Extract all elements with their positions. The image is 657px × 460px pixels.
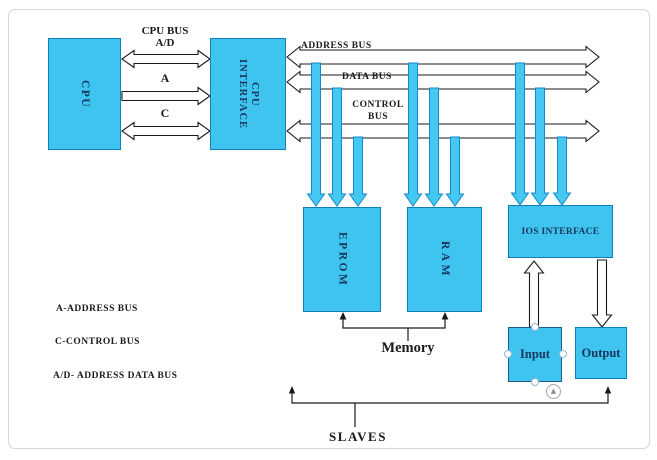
ram-data-drop-arrow — [424, 87, 444, 207]
input-to-ios-arrow — [523, 260, 545, 328]
control-bus-label: CONTROL BUS — [352, 100, 404, 122]
legend-item-address-data-bus: A/D- ADDRESS DATA BUS — [53, 371, 178, 381]
ram-block[interactable]: RAM — [407, 207, 482, 312]
input-block-label: Input — [520, 347, 550, 361]
eprom-data-drop-arrow — [327, 87, 347, 207]
memory-label: Memory — [381, 340, 435, 356]
input-block[interactable]: Input — [508, 327, 562, 382]
ram-control-drop-arrow — [445, 136, 465, 207]
slaves-bracket — [291, 390, 609, 404]
eprom-block-label: EPROM — [336, 231, 349, 288]
ios-data-drop-arrow — [530, 87, 550, 206]
data-bus-label: DATA BUS — [342, 72, 392, 82]
cpu-block-label: CPU — [79, 79, 92, 109]
slaves-label: SLAVES — [329, 429, 387, 444]
ad-bus-arrow — [121, 49, 211, 69]
memory-bracket — [342, 317, 446, 329]
ios-interface-block[interactable]: IOS INTERFACE — [508, 205, 613, 258]
memory-bracket-right-arrowhead — [441, 312, 449, 320]
a-label: A — [160, 71, 170, 85]
selection-handle-left[interactable] — [504, 350, 512, 358]
legend-item-control-bus: C-CONTROL BUS — [55, 337, 140, 347]
c-bus-arrow — [121, 121, 211, 141]
cpu-interface-block-label: CPU INTERFACE — [237, 58, 261, 130]
rotate-handle-icon[interactable]: ▲ — [546, 384, 561, 399]
ios-to-output-arrow — [591, 259, 613, 328]
eprom-address-drop-arrow — [306, 62, 326, 207]
rotate-handle-glyph: ▲ — [550, 387, 557, 395]
legend-item-address-bus: A-ADDRESS BUS — [56, 304, 138, 314]
address-bus-arrow — [286, 45, 600, 69]
selection-handle-right[interactable] — [559, 350, 567, 358]
output-block[interactable]: Output — [575, 327, 627, 379]
output-block-label: Output — [581, 345, 621, 360]
c-label: C — [160, 106, 170, 120]
slaves-bracket-left-arrowhead — [288, 386, 296, 394]
eprom-control-drop-arrow — [348, 136, 368, 207]
eprom-block[interactable]: EPROM — [303, 207, 381, 312]
slaves-bracket-right-arrowhead — [604, 386, 612, 394]
address-bus-label: ADDRESS BUS — [301, 41, 372, 51]
cpu-interface-block[interactable]: CPU INTERFACE — [210, 38, 286, 150]
selection-handle-top[interactable] — [531, 323, 539, 331]
ram-address-drop-arrow — [403, 62, 423, 207]
ios-interface-block-label: IOS INTERFACE — [521, 226, 600, 237]
selection-handle-bottom[interactable] — [531, 378, 539, 386]
ios-control-drop-arrow — [552, 136, 572, 206]
memory-bracket-left-arrowhead — [339, 312, 347, 320]
a-bus-arrow — [121, 86, 211, 106]
cpu-bus-label: CPU BUS — [141, 25, 189, 37]
cpu-block[interactable]: CPU — [48, 38, 121, 150]
ios-address-drop-arrow — [510, 62, 530, 206]
ad-label: A/D — [155, 37, 175, 49]
ram-block-label: RAM — [439, 240, 452, 279]
